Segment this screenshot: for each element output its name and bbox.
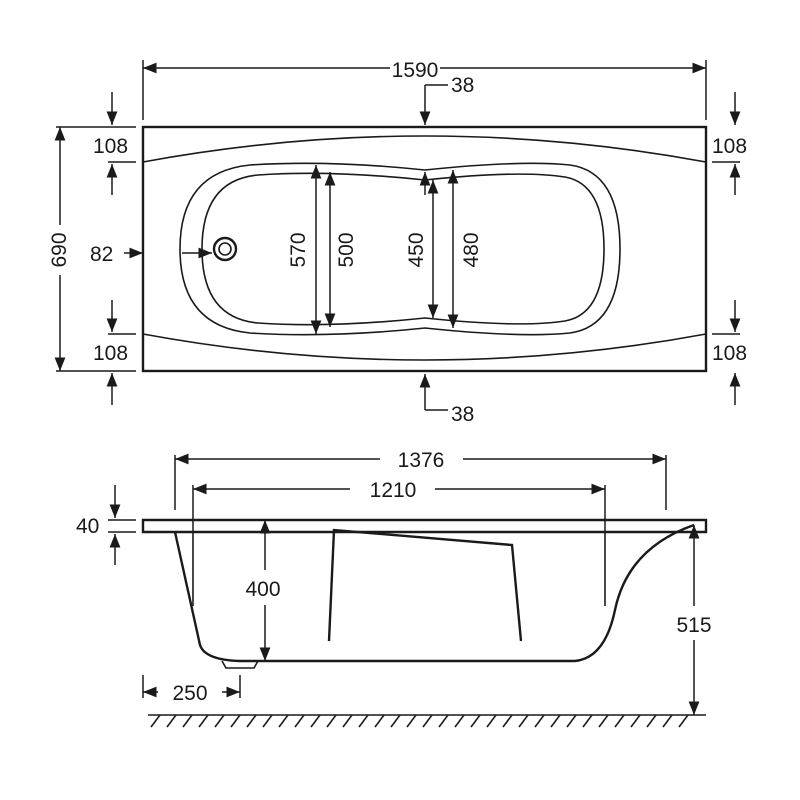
floor-hatch-tick [214, 714, 225, 728]
side-view: 1376 1210 40 400 515 250 [76, 449, 712, 728]
floor-hatch-tick [390, 714, 401, 728]
side-tub-body [173, 523, 695, 663]
floor-hatch-tick [502, 714, 513, 728]
floor-hatch-tick [230, 714, 241, 728]
floor-hatch-tick [438, 714, 449, 728]
dim-label-108-bottom-right: 108 [712, 342, 747, 365]
floor-hatch-tick [358, 714, 369, 728]
dim-label-690: 690 [48, 232, 71, 267]
dim-label-1376: 1376 [398, 449, 445, 472]
floor-hatch-tick [182, 714, 193, 728]
dim-label-108-top-left: 108 [93, 135, 128, 158]
dim-label-500: 500 [335, 232, 358, 267]
floor-hatch-tick [326, 714, 337, 728]
dim-label-82: 82 [90, 243, 113, 266]
floor-hatching [150, 714, 689, 728]
dim-label-450: 450 [405, 232, 428, 267]
floor-hatch-tick [310, 714, 321, 728]
floor-hatch-tick [150, 714, 161, 728]
floor-hatch-tick [198, 714, 209, 728]
floor-hatch-tick [470, 714, 481, 728]
floor-hatch-tick [342, 714, 353, 728]
dim-label-38-bottom: 38 [451, 403, 474, 426]
floor-hatch-tick [550, 714, 561, 728]
side-backrest [327, 528, 523, 642]
dim-label-40: 40 [76, 515, 99, 538]
floor-hatch-tick [598, 714, 609, 728]
floor-hatch-tick [566, 714, 577, 728]
floor-hatch-tick [662, 714, 673, 728]
dim-label-108-top-right: 108 [712, 135, 747, 158]
floor-hatch-tick [262, 714, 273, 728]
dim-label-250: 250 [172, 682, 207, 705]
floor-hatch-tick [630, 714, 641, 728]
plan-basin-outer [179, 162, 621, 336]
plan-outline [141, 125, 708, 373]
floor-hatch-tick [454, 714, 465, 728]
side-rim [141, 518, 708, 534]
dim-label-1210: 1210 [370, 479, 417, 502]
floor-hatch-tick [646, 714, 657, 728]
floor-hatch-tick [582, 714, 593, 728]
floor-hatch-tick [614, 714, 625, 728]
dim-label-38-top: 38 [451, 74, 474, 97]
floor-hatch-tick [278, 714, 289, 728]
plan-basin-inner [201, 172, 605, 326]
floor-hatch-tick [422, 714, 433, 728]
plan-drain-outer [212, 236, 238, 262]
floor-hatch-tick [166, 714, 177, 728]
plan-drain-inner [218, 242, 232, 256]
dim-label-400: 400 [245, 578, 280, 601]
dim-label-480: 480 [460, 232, 483, 267]
floor-hatch-tick [678, 714, 689, 728]
floor-hatch-tick [294, 714, 305, 728]
floor-hatch-tick [534, 714, 545, 728]
floor-hatch-tick [486, 714, 497, 728]
plan-rim-top-curve [142, 135, 707, 163]
dim-label-515: 515 [676, 614, 711, 637]
plan-rim-bottom-curve [142, 333, 707, 361]
dim-label-570: 570 [287, 232, 310, 267]
floor-hatch-tick [518, 714, 529, 728]
floor-hatch-tick [406, 714, 417, 728]
dim-label-1590: 1590 [392, 59, 439, 82]
side-drain-bump [221, 660, 259, 669]
dim-label-108-bottom-left: 108 [93, 342, 128, 365]
plan-view: 1590 38 38 690 108 108 108 [48, 59, 747, 426]
floor-hatch-tick [374, 714, 385, 728]
floor-hatch-tick [246, 714, 257, 728]
